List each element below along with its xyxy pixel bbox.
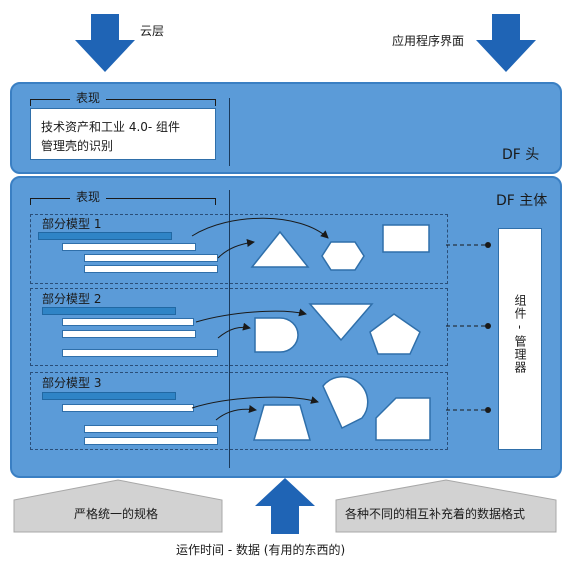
submodel-1-bar-3 — [84, 265, 218, 273]
submodel-2-arrow-a — [195, 308, 307, 323]
submodel-1-bar-2 — [84, 254, 218, 262]
component-manager-label: 组件 - 管理器 — [513, 294, 527, 374]
hexagon-shape — [321, 241, 365, 271]
left-spec-label: 严格统一的规格 — [74, 507, 159, 521]
runtime-data-label: 运作时间 - 数据 (有用的东西的) — [176, 543, 346, 557]
app-interface-label: 应用程序界面 — [392, 34, 465, 48]
pentagon-shape — [369, 313, 421, 355]
df-body-repr-label: 表现 — [70, 188, 107, 205]
rectangle-shape — [382, 224, 430, 253]
trapezoid-shape — [253, 404, 311, 441]
d-shape — [254, 317, 299, 353]
df-body-title: DF 主体 — [496, 193, 548, 209]
df-head-id-line2: 管理壳的识别 — [41, 139, 114, 153]
df-head-title: DF 头 — [502, 147, 540, 163]
df-head-repr-bracket — [30, 99, 216, 106]
df-head-repr-label: 表现 — [70, 89, 107, 106]
submodel-2-bar-3 — [62, 349, 218, 357]
submodel-1-arrow-a — [191, 217, 329, 239]
submodel-1-bar-1 — [62, 243, 196, 251]
submodel-3-bar-3 — [84, 437, 218, 445]
submodel-2-label: 部分模型 2 — [42, 292, 102, 306]
app-down-arrow-icon — [476, 14, 536, 72]
submodel-section-3 — [30, 372, 448, 450]
df-body-repr-bracket — [30, 198, 216, 205]
submodel-2-bar-2 — [62, 330, 196, 338]
right-format-label: 各种不同的相互补充着的数据格式 — [345, 507, 526, 521]
runtime-up-arrow-icon — [255, 478, 315, 534]
df-head-id-box: 技术资产和工业 4.0- 组件 管理壳的识别 — [30, 108, 216, 160]
left-spec-block — [13, 479, 223, 533]
submodel-3-bar-blue — [42, 392, 176, 400]
submodel-3-arrow-a — [191, 396, 319, 409]
cloud-label: 云层 — [140, 24, 165, 38]
submodel-1-label: 部分模型 1 — [42, 217, 102, 231]
submodel-3-label: 部分模型 3 — [42, 376, 102, 390]
submodel-section-1 — [30, 214, 448, 284]
submodel-section-2 — [30, 288, 448, 366]
submodel-2-arrow-b — [217, 322, 251, 339]
df-head-id-line1: 技术资产和工业 4.0- 组件 — [41, 120, 181, 134]
inverted-triangle-shape — [308, 303, 374, 342]
semicircle-shape — [322, 376, 369, 430]
submodel-1-arrow-b — [217, 239, 255, 259]
df-head-divider — [229, 98, 230, 166]
submodel-2-bar-1 — [62, 318, 194, 326]
submodel-3-bar-2 — [84, 425, 218, 433]
component-manager-box: 组件 - 管理器 — [498, 228, 542, 450]
triangle-shape — [250, 230, 310, 268]
submodel-2-bar-blue — [42, 307, 176, 315]
right-format-block — [335, 479, 557, 533]
submodel-1-bar-blue — [38, 232, 172, 240]
cloud-down-arrow-icon — [75, 14, 135, 72]
df-body-divider — [229, 190, 230, 468]
cut-corner-square-shape — [375, 397, 431, 441]
submodel-3-arrow-b — [215, 405, 257, 421]
